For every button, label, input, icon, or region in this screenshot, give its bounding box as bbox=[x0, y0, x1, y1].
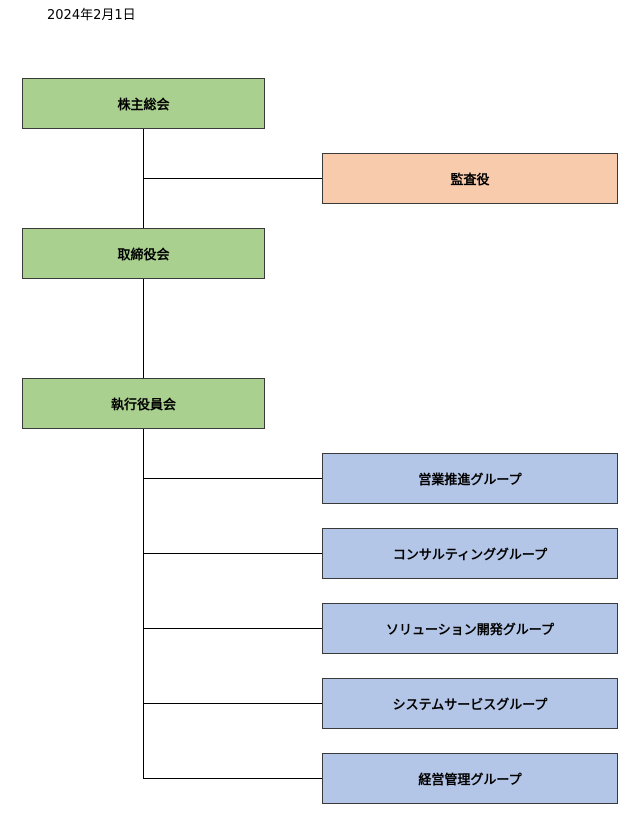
connector-to-auditor bbox=[143, 178, 322, 179]
connector-to-group-5 bbox=[143, 778, 322, 779]
shareholders-meeting-box: 株主総会 bbox=[22, 78, 265, 129]
group-box-solution-development: ソリューション開発グループ bbox=[322, 603, 618, 654]
connector-to-group-2 bbox=[143, 553, 322, 554]
auditor-label: 監査役 bbox=[450, 173, 490, 188]
group-label: 営業推進グループ bbox=[418, 473, 522, 488]
connector-to-group-1 bbox=[143, 478, 322, 479]
executive-committee-box: 執行役員会 bbox=[22, 378, 265, 429]
group-box-sales-promotion: 営業推進グループ bbox=[322, 453, 618, 504]
board-of-directors-label: 取締役会 bbox=[117, 248, 170, 263]
group-box-consulting: コンサルティンググループ bbox=[322, 528, 618, 579]
group-label: ソリューション開発グループ bbox=[386, 623, 554, 638]
document-date: 2024年2月1日 bbox=[47, 8, 136, 23]
auditor-box: 監査役 bbox=[322, 153, 618, 204]
group-box-system-service: システムサービスグループ bbox=[322, 678, 618, 729]
executive-committee-label: 執行役員会 bbox=[110, 398, 176, 413]
group-label: コンサルティンググループ bbox=[392, 548, 548, 563]
connector-to-group-3 bbox=[143, 628, 322, 629]
group-label: 経営管理グループ bbox=[418, 773, 522, 788]
connector-board-to-executive bbox=[143, 278, 144, 378]
connector-to-group-4 bbox=[143, 703, 322, 704]
group-box-management: 経営管理グループ bbox=[322, 753, 618, 804]
connector-executive-trunk bbox=[143, 428, 144, 778]
group-label: システムサービスグループ bbox=[392, 698, 548, 713]
board-of-directors-box: 取締役会 bbox=[22, 228, 265, 279]
shareholders-meeting-label: 株主総会 bbox=[117, 98, 170, 113]
